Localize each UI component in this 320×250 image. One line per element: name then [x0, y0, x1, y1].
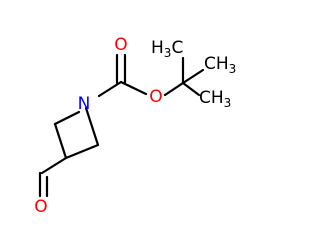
- bond-n1-carbonyl-c: [97, 80, 123, 98]
- molecule-canvas: N O O O H3C CH3 CH3: [34, 35, 236, 217]
- bond-carbonyl-c-ester-o: [119, 80, 148, 96]
- atom-o-carbonyl: O: [114, 35, 127, 55]
- bond-quat-c-methyl-b: [181, 68, 205, 85]
- bond-c4-n1: [53, 110, 81, 126]
- bond-ester-o-quat-c: [163, 81, 185, 97]
- bond-c3-c4: [53, 122, 68, 160]
- atom-n1: N: [78, 94, 91, 114]
- atom-o-aldehyde: O: [34, 197, 47, 217]
- methyl-right-upper: CH3: [204, 54, 236, 76]
- atom-o-ester: O: [149, 87, 162, 107]
- bond-quat-c-methyl-c: [181, 81, 201, 97]
- bond-c2-c3: [64, 143, 100, 160]
- methyl-right-lower: CH3: [199, 88, 231, 110]
- bond-n1-c2: [84, 106, 100, 147]
- bond-c3-aldehyde-c: [40, 156, 68, 175]
- methyl-top: H3C: [151, 38, 183, 60]
- structure-diagram: N O O O H3C CH3 CH3: [34, 35, 236, 217]
